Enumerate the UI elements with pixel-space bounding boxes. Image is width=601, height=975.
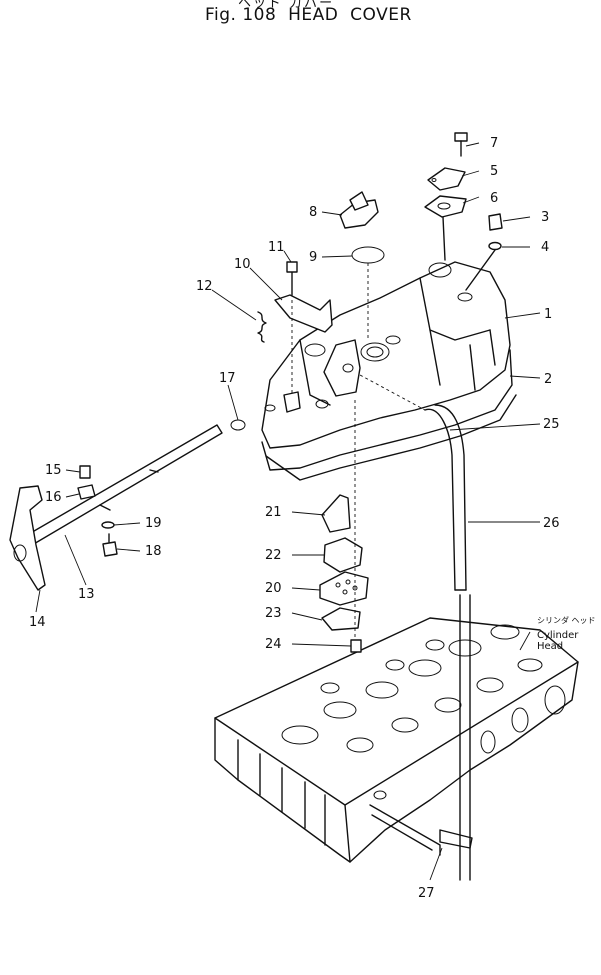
part-label-20: 20 xyxy=(265,581,282,596)
breather-parts xyxy=(319,400,369,653)
part-label-16: 16 xyxy=(45,490,62,505)
bracket-and-spring xyxy=(257,261,333,395)
part-label-26: 26 xyxy=(543,516,560,531)
cylinder-head xyxy=(214,617,579,863)
cylinder-head-label: Cylinder Head xyxy=(537,630,579,652)
upper-small-parts xyxy=(339,132,503,340)
part-label-15: 15 xyxy=(45,463,62,478)
figure-title: Fig. 108 HEAD COVER xyxy=(205,5,412,25)
part-label-18: 18 xyxy=(145,544,162,559)
leader-lines xyxy=(35,142,541,881)
breather-hoses xyxy=(359,374,473,881)
part-label-1: 1 xyxy=(544,307,552,322)
part-label-19: 19 xyxy=(145,516,162,531)
part-label-11: 11 xyxy=(268,240,285,255)
part-label-5: 5 xyxy=(490,164,498,179)
figure-title-japanese: ヘッド カバー xyxy=(238,0,335,11)
part-label-9: 9 xyxy=(309,250,317,265)
part-number-labels: 1 2 3 4 5 6 7 8 9 10 11 12 13 14 15 16 1… xyxy=(29,136,560,901)
part-label-27: 27 xyxy=(418,886,435,901)
part-label-7: 7 xyxy=(490,136,498,151)
part-label-8: 8 xyxy=(309,205,317,220)
part-label-25: 25 xyxy=(543,417,560,432)
part-label-17: 17 xyxy=(219,371,236,386)
part-label-24: 24 xyxy=(265,637,282,652)
part-label-6: 6 xyxy=(490,191,498,206)
head-cover xyxy=(261,261,517,481)
part-label-22: 22 xyxy=(265,548,282,563)
part-label-21: 21 xyxy=(265,505,282,520)
part-label-4: 4 xyxy=(541,240,549,255)
stop-lever-shaft xyxy=(9,419,246,591)
part-label-3: 3 xyxy=(541,210,549,225)
part-label-10: 10 xyxy=(234,257,251,272)
part-label-14: 14 xyxy=(29,615,46,630)
part-label-12: 12 xyxy=(196,279,213,294)
part-label-2: 2 xyxy=(544,372,552,387)
cylinder-head-label-japanese: シリンダ ヘッド xyxy=(537,616,596,625)
part-label-23: 23 xyxy=(265,606,282,621)
part-label-13: 13 xyxy=(78,587,95,602)
